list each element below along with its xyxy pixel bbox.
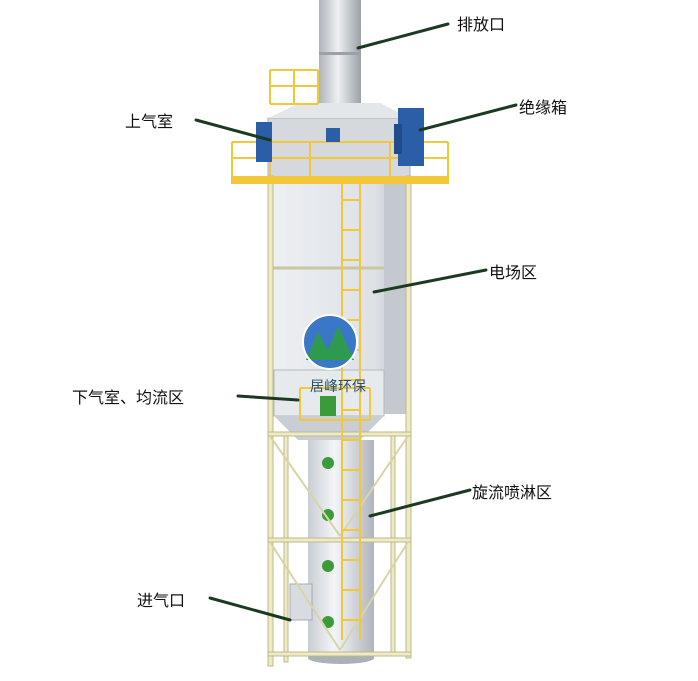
label-lower-chamber: 下气室、均流区: [72, 388, 185, 407]
leader-spray-zone: [368, 488, 472, 518]
ladder: [341, 180, 361, 640]
leader-upper-chamber: [194, 118, 272, 142]
cross-bracing: [269, 435, 409, 651]
label-outlet: 排放口: [457, 15, 506, 34]
leader-insulation-box: [418, 103, 518, 132]
support-frame: [267, 175, 412, 667]
spray-cylinder: [289, 440, 374, 664]
mid-platform: [299, 387, 371, 421]
label-inlet: 进气口: [137, 591, 186, 610]
company-logo: [302, 314, 358, 370]
leader-lower-chamber: [236, 394, 300, 402]
label-spray-zone: 旋流喷淋区: [472, 483, 553, 502]
label-upper-chamber: 上气室: [125, 112, 174, 131]
leader-inlet: [208, 596, 292, 622]
label-field-zone: 电场区: [489, 263, 538, 282]
leader-outlet: [356, 22, 450, 50]
label-insulation-box: 绝缘箱: [519, 98, 568, 117]
leader-field-zone: [372, 268, 488, 294]
nozzles: [320, 396, 336, 628]
leader-lines: [194, 22, 518, 622]
outlet-stack: [282, 0, 405, 118]
insulation-boxes: [256, 108, 424, 166]
watermark-text: 居峰环保: [310, 379, 366, 395]
